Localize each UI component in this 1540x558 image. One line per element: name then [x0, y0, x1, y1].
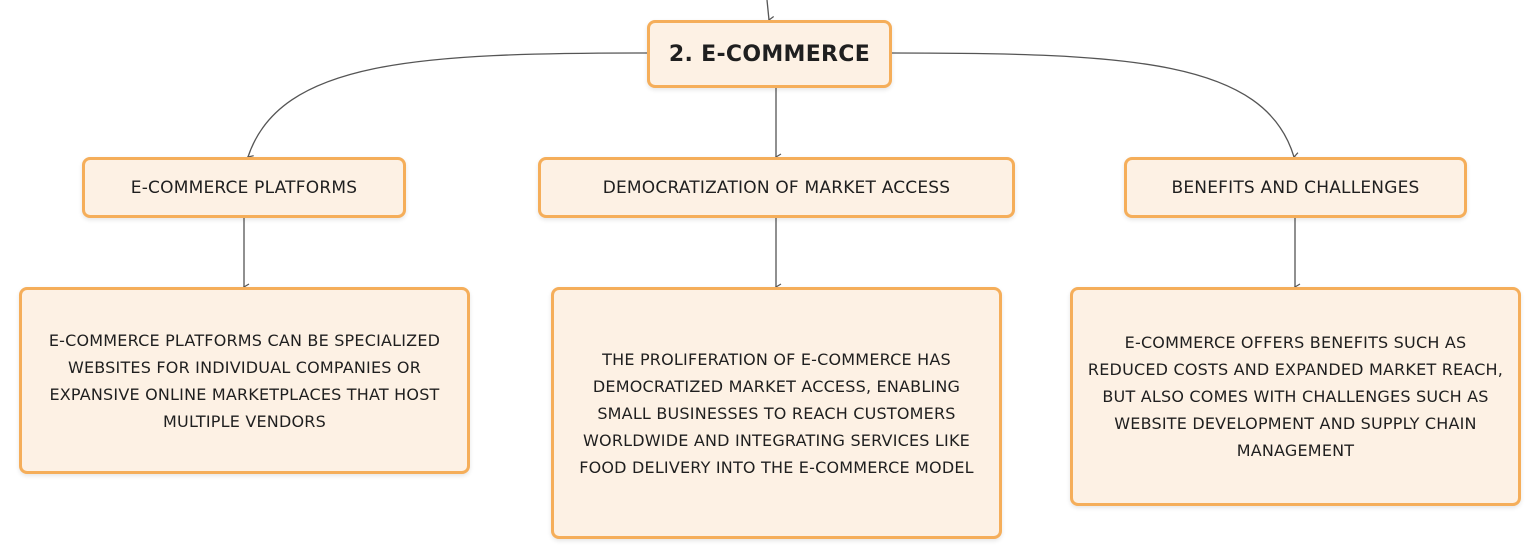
connector-root-to-topic-3: [891, 52, 1300, 160]
topic-node-e-commerce-platforms[interactable]: E-COMMERCE PLATFORMS: [82, 157, 406, 218]
detail-node-benefits-and-challenges[interactable]: E-COMMERCE OFFERS BENEFITS SUCH AS REDUC…: [1070, 287, 1521, 506]
detail-node-text: THE PROLIFERATION OF E-COMMERCE HAS DEMO…: [579, 349, 974, 477]
connector-root-to-topic-1: [246, 52, 648, 162]
parent-connector: [766, 0, 775, 24]
detail-node-e-commerce-platforms[interactable]: E-COMMERCE PLATFORMS CAN BE SPECIALIZED …: [19, 287, 470, 474]
root-node-e-commerce[interactable]: 2. E-COMMERCE: [647, 20, 892, 88]
topic-node-label: BENEFITS AND CHALLENGES: [1171, 177, 1420, 198]
topic-node-benefits-and-challenges[interactable]: BENEFITS AND CHALLENGES: [1124, 157, 1467, 218]
topic-node-label: DEMOCRATIZATION OF MARKET ACCESS: [602, 177, 951, 198]
detail-node-text: E-COMMERCE PLATFORMS CAN BE SPECIALIZED …: [48, 330, 441, 431]
root-node-label: 2. E-COMMERCE: [668, 41, 871, 67]
topic-node-label: E-COMMERCE PLATFORMS: [130, 177, 358, 198]
detail-node-democratization-of-market-access[interactable]: THE PROLIFERATION OF E-COMMERCE HAS DEMO…: [551, 287, 1002, 539]
detail-node-text: E-COMMERCE OFFERS BENEFITS SUCH AS REDUC…: [1087, 333, 1504, 460]
topic-node-democratization-of-market-access[interactable]: DEMOCRATIZATION OF MARKET ACCESS: [538, 157, 1015, 218]
